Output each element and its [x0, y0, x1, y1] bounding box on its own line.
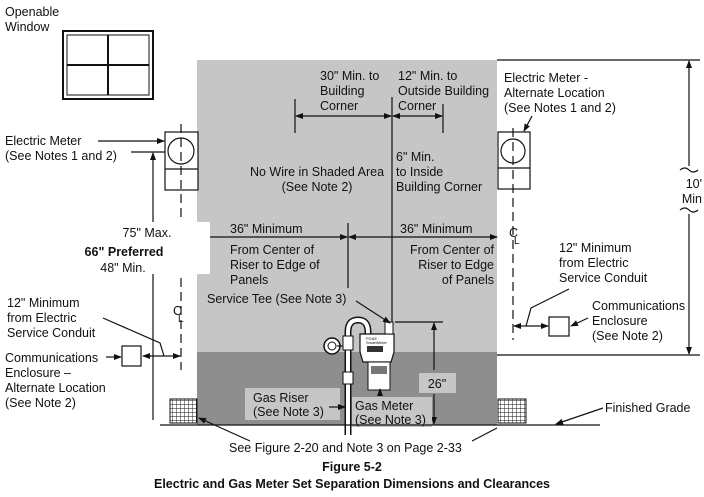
centerline-symbol: L — [514, 236, 520, 247]
top-right-dim-label: 12" Min. to — [398, 69, 457, 83]
gas-meter-label: Gas Meter — [355, 399, 413, 413]
electric-meter-label: Electric Meter — [5, 134, 81, 148]
centerline-symbol: L — [178, 314, 184, 325]
right-36-label: of Panels — [442, 273, 494, 287]
right-12-label: from Electric — [559, 256, 628, 270]
figure-number: Figure 5-2 — [322, 460, 382, 474]
inside-corner-label: to Inside — [396, 165, 443, 179]
centerline-symbol: C — [173, 304, 182, 318]
right-12-label: 12" Minimum — [559, 241, 632, 255]
no-wire-label: No Wire in Shaded Area — [250, 165, 384, 179]
no-wire-shaded-area — [197, 60, 497, 352]
no-wire-label: (See Note 2) — [282, 180, 353, 194]
meter-brand-logo: PG&E — [366, 336, 377, 341]
window-label: Window — [5, 20, 50, 34]
gas-riser-label: Gas Riser — [253, 391, 309, 405]
right-36-label: 36" Minimum — [400, 222, 473, 236]
figure-title: Electric and Gas Meter Set Separation Di… — [154, 477, 550, 491]
inside-corner-label: 6" Min. — [396, 150, 434, 164]
left-12-label: from Electric — [7, 311, 76, 325]
electric-meter-label: (See Notes 1 and 2) — [5, 149, 117, 163]
communications-enclosure-left — [121, 345, 142, 367]
ten-ft-label: 10' — [686, 177, 702, 191]
ten-ft-label: Min — [682, 192, 702, 206]
dim-26-label: 26" — [428, 377, 446, 391]
right-comms-label: Enclosure — [592, 314, 648, 328]
top-right-dim-label: Outside Building — [398, 84, 489, 98]
left-36-label: 36" Minimum — [230, 222, 303, 236]
bottom-note: See Figure 2-20 and Note 3 on Page 2-33 — [229, 441, 462, 455]
ground-grid-right — [497, 398, 527, 424]
finished-grade-label: Finished Grade — [605, 401, 691, 415]
top-left-dim-label: 30" Min. to — [320, 69, 379, 83]
left-36-label: Panels — [230, 273, 268, 287]
meter-brand-logo: SmartMeter — [366, 340, 388, 345]
alt-meter-label: (See Notes 1 and 2) — [504, 101, 616, 115]
gas-meter-assembly: PG&E SmartMeter — [323, 316, 395, 435]
gas-meter-label: (See Note 3) — [355, 413, 426, 427]
right-12-label: Service Conduit — [559, 271, 648, 285]
left-12-label: Service Conduit — [7, 326, 96, 340]
window-label: Openable — [5, 5, 59, 19]
ground-grid-left — [169, 398, 198, 424]
alt-meter-label: Electric Meter - — [504, 71, 588, 85]
top-left-dim-label: Building — [320, 84, 365, 98]
top-left-dim-label: Corner — [320, 99, 358, 113]
left-comms-label: (See Note 2) — [5, 396, 76, 410]
centerline-symbol: C — [509, 226, 518, 240]
left-comms-label: Communications — [5, 351, 98, 365]
openable-window — [62, 30, 154, 100]
min-height-label: 48" Min. — [100, 261, 145, 275]
alt-meter-label: Alternate Location — [504, 86, 605, 100]
right-comms-label: Communications — [592, 299, 685, 313]
left-12-label: 12" Minimum — [7, 296, 80, 310]
service-tee-label: Service Tee (See Note 3) — [207, 292, 346, 306]
communications-enclosure-right — [548, 316, 570, 337]
dim-26-box — [419, 373, 456, 393]
left-comms-label: Alternate Location — [5, 381, 106, 395]
right-36-label: From Center of — [410, 243, 495, 257]
preferred-height-label: 66" Preferred — [85, 245, 164, 259]
gas-riser-label: (See Note 3) — [253, 405, 324, 419]
left-36-label: Riser to Edge of — [230, 258, 320, 272]
max-height-label: 75" Max. — [123, 226, 172, 240]
electric-meter-alternate — [497, 131, 531, 190]
inside-corner-label: Building Corner — [396, 180, 482, 194]
right-comms-label: (See Note 2) — [592, 329, 663, 343]
top-right-dim-label: Corner — [398, 99, 436, 113]
left-36-label: From Center of — [230, 243, 315, 257]
left-comms-label: Enclosure – — [5, 366, 71, 380]
right-36-label: Riser to Edge — [418, 258, 494, 272]
